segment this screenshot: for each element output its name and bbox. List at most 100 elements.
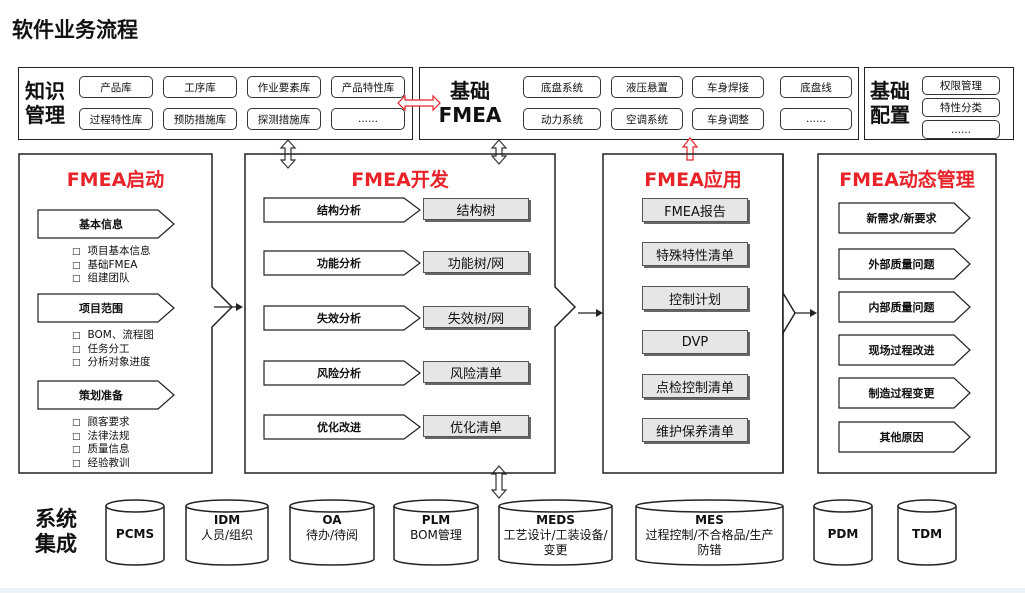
database-cap (289, 499, 375, 513)
system-name: IDM (213, 513, 241, 527)
knowledge-item: 过程特性库 (79, 108, 153, 130)
system-name: PCMS (115, 527, 155, 541)
database-cap (897, 499, 957, 513)
knowledge-item: 产品库 (79, 76, 153, 98)
knowledge-item: 作业要素库 (247, 76, 321, 98)
base-fmea-item: 液压悬置 (611, 76, 683, 98)
start-group-bullets: BOM、流程图任务分工分析对象进度 (72, 329, 154, 370)
dev-step-output: 优化清单 (423, 415, 529, 437)
database-cap (105, 499, 165, 513)
dynamic-item-label: 内部质量问题 (868, 300, 935, 314)
knowledge-item: ...... (331, 108, 405, 130)
knowledge-item: 工序库 (163, 76, 237, 98)
system-desc: 过程控制/不合格品/生产防错 (645, 528, 774, 557)
bullet-item: 组建团队 (72, 272, 151, 286)
system-item: PCMS (106, 527, 164, 542)
dev-step-output: 结构树 (423, 198, 529, 220)
base-fmea-item: 空调系统 (611, 108, 683, 130)
base-fmea-item: 车身调整 (692, 108, 764, 130)
system-desc: BOM管理 (410, 528, 462, 542)
bullet-item: BOM、流程图 (72, 329, 154, 343)
database-cap (498, 499, 613, 513)
bullet-item: 法律法规 (72, 430, 130, 444)
app-output-item: 点检控制清单 (642, 374, 748, 398)
system-desc: 待办/待阅 (305, 528, 359, 542)
app-output-item: FMEA报告 (642, 198, 748, 222)
app-output-item: 特殊特性清单 (642, 242, 748, 266)
dev-step-output: 风险清单 (423, 361, 529, 383)
database-cap (813, 499, 873, 513)
knowledge-item: 预防措施库 (163, 108, 237, 130)
bullet-item: 基础FMEA (72, 259, 151, 273)
dynamic-item-label: 制造过程变更 (868, 386, 935, 400)
base-fmea-item: 底盘系统 (523, 76, 601, 98)
dev-step-label: 功能分析 (317, 257, 361, 270)
system-name: PLM (421, 513, 451, 527)
system-desc: 工艺设计/工装设备/变更 (503, 528, 608, 557)
bullet-item: 质量信息 (72, 443, 130, 457)
base-config-item: 特性分类 (922, 98, 1000, 117)
double-arrow-icon (490, 139, 508, 165)
system-item: TDM (898, 527, 956, 542)
dev-step-label: 结构分析 (317, 204, 361, 217)
database-cap (393, 499, 479, 513)
system-integration-label: 系统集成 (35, 507, 77, 556)
dev-step-label: 风险分析 (317, 367, 361, 380)
double-arrow-icon (490, 465, 508, 499)
bullet-item: 顾客要求 (72, 416, 130, 430)
app-output-item: 维护保养清单 (642, 418, 748, 442)
start-group-bullets: 项目基本信息基础FMEA组建团队 (72, 245, 151, 286)
bullet-item: 项目基本信息 (72, 245, 151, 259)
bullet-item: 分析对象进度 (72, 356, 154, 370)
dev-step-output: 功能树/网 (423, 251, 529, 273)
bullet-item: 经验教训 (72, 457, 130, 471)
base-config-label: 基础配置 (870, 79, 910, 127)
app-output-item: 控制计划 (642, 286, 748, 310)
start-group-label: 策划准备 (79, 389, 123, 402)
fmea-dynamic-title: FMEA动态管理 (839, 169, 975, 191)
red-up-arrow-icon (681, 137, 699, 161)
dev-step-label: 失效分析 (317, 312, 361, 325)
database-cap (635, 499, 784, 513)
base-fmea-item: 底盘线 (780, 76, 852, 98)
start-group-bullets: 顾客要求法律法规质量信息经验教训 (72, 416, 130, 470)
base-fmea-item: 车身焊接 (692, 76, 764, 98)
dynamic-item-label: 外部质量问题 (868, 257, 935, 271)
dynamic-item-label: 现场过程改进 (868, 343, 935, 357)
base-fmea-item: ...... (780, 108, 852, 130)
system-name: TDM (911, 527, 943, 541)
system-name: PDM (827, 527, 859, 541)
fmea-app-title: FMEA应用 (644, 169, 742, 191)
system-desc: 人员/组织 (200, 528, 254, 542)
base-fmea-item: 动力系统 (523, 108, 601, 130)
double-arrow-icon (279, 139, 297, 169)
knowledge-item: 产品特性库 (331, 76, 405, 98)
system-name: MEDS (536, 513, 575, 527)
database-cap (185, 499, 269, 513)
knowledge-management-label: 知识管理 (25, 79, 65, 127)
fmea-start-title: FMEA启动 (66, 169, 165, 191)
app-output-item: DVP (642, 330, 748, 354)
system-name: OA (322, 513, 342, 527)
page-title: 软件业务流程 (12, 18, 138, 42)
base-config-item: 权限管理 (922, 76, 1000, 95)
bottom-strip (0, 588, 1025, 593)
fmea-dev-title: FMEA开发 (351, 169, 449, 191)
start-group-label: 基本信息 (79, 218, 123, 231)
system-item: PDM (814, 527, 872, 542)
bullet-item: 任务分工 (72, 343, 154, 357)
dynamic-item-label: 新需求/新要求 (866, 211, 937, 225)
knowledge-item: 探测措施库 (247, 108, 321, 130)
base-config-item: ...... (922, 120, 1000, 139)
dev-step-output: 失效树/网 (423, 306, 529, 328)
dev-step-label: 优化改进 (317, 421, 361, 434)
system-name: MES (695, 513, 724, 527)
start-group-label: 项目范围 (79, 302, 123, 315)
dynamic-item-label: 其他原因 (879, 430, 924, 444)
